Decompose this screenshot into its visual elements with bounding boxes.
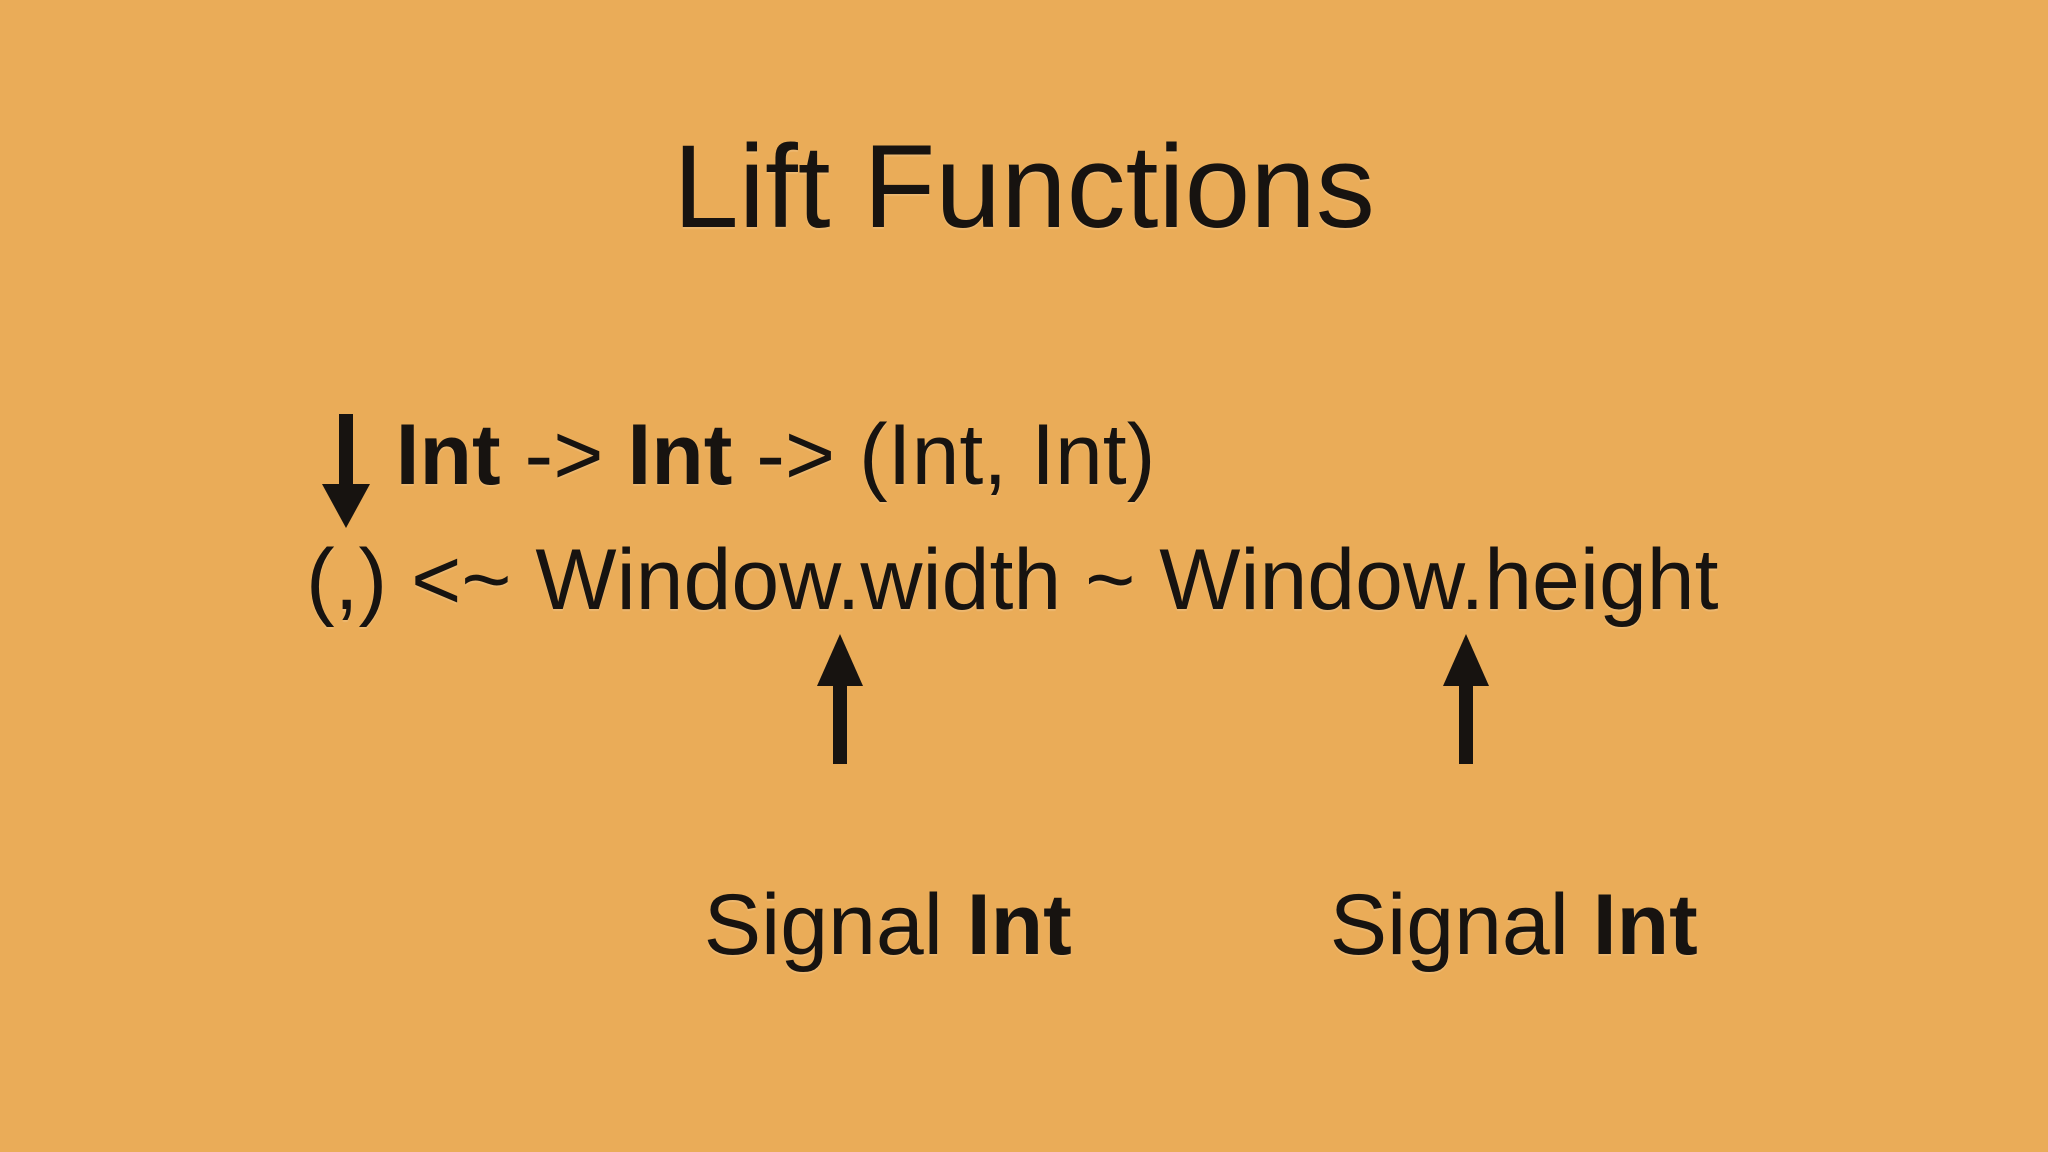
- arrow-token-2: ->: [732, 406, 860, 503]
- down-arrow-icon: [322, 414, 370, 528]
- signal-word-left: Signal: [703, 876, 967, 973]
- type-int-1: Int: [395, 406, 501, 503]
- arrow-token-1: ->: [500, 406, 628, 503]
- up-arrow-icon: [817, 634, 863, 764]
- signal-label-left: Signal Int: [608, 777, 1072, 1074]
- signal-word-right: Signal: [1329, 876, 1593, 973]
- signal-label-right: Signal Int: [1234, 777, 1698, 1074]
- signal-type-right: Int: [1592, 876, 1698, 973]
- lift-expression: (,) <~ Window.width ~ Window.height: [306, 532, 1719, 628]
- type-result-tuple: (Int, Int): [859, 406, 1156, 503]
- slide-title: Lift Functions: [673, 121, 1375, 253]
- up-arrow-icon: [1443, 634, 1489, 764]
- signal-type-left: Int: [966, 876, 1072, 973]
- type-int-2: Int: [627, 406, 733, 503]
- type-signature: Int -> Int -> (Int, Int): [300, 307, 1156, 604]
